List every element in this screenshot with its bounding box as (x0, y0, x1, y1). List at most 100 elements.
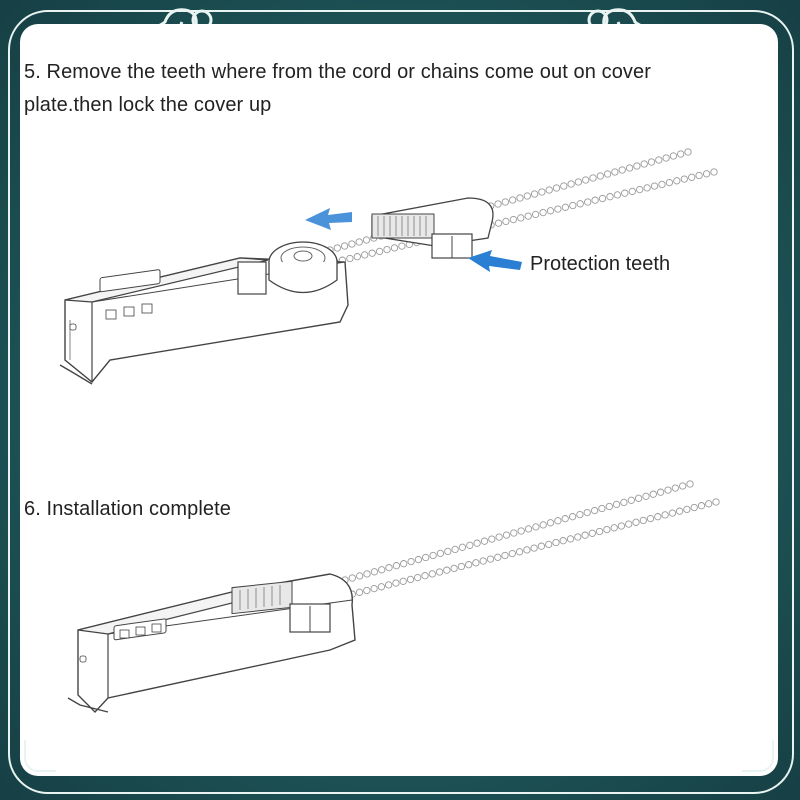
bead (680, 175, 688, 183)
bead (690, 503, 698, 512)
bead (603, 525, 611, 534)
bead (353, 253, 361, 261)
bead (636, 185, 644, 194)
bead (392, 579, 400, 587)
callout-arrow-icon (468, 250, 522, 272)
protection-teeth-label: Protection teeth (530, 253, 671, 275)
bead (552, 538, 560, 547)
bead (495, 533, 503, 541)
bead (545, 186, 553, 194)
bead (407, 557, 415, 566)
bead (539, 521, 547, 529)
bead (451, 545, 459, 554)
bead (546, 207, 555, 215)
bead (605, 502, 613, 511)
step-6-instruction: 6. Installation complete (24, 493, 231, 526)
motor-open-cover-illustration (59, 148, 718, 385)
bead (494, 200, 502, 208)
bead (625, 164, 634, 172)
bead (642, 492, 650, 500)
bead (428, 570, 436, 578)
bead (668, 509, 677, 517)
bead (710, 168, 718, 176)
bead (611, 168, 619, 176)
bead (502, 531, 511, 539)
bead (457, 562, 466, 571)
bead (596, 172, 604, 180)
bead (702, 170, 711, 178)
bead (531, 210, 540, 219)
bead (655, 156, 663, 164)
bead (361, 251, 369, 259)
bead (546, 519, 555, 527)
bead (472, 559, 480, 567)
bead (618, 166, 626, 174)
bead (603, 170, 612, 178)
bead (488, 535, 496, 543)
bead (705, 500, 713, 508)
bead (646, 514, 655, 523)
bead (712, 498, 720, 506)
bead (643, 184, 651, 192)
bead (675, 507, 684, 515)
bead (583, 508, 591, 517)
bead (617, 522, 626, 530)
bead-chain-d (341, 498, 720, 600)
motor-installed-illustration (67, 480, 720, 714)
bead (508, 549, 516, 558)
bead-chain-a (326, 148, 692, 254)
step-5-line-1: 5. Remove the teeth where from the cord … (24, 61, 652, 83)
bead (414, 573, 422, 582)
bead (362, 236, 371, 244)
bead (429, 551, 437, 560)
bead (538, 188, 546, 196)
bead (435, 568, 444, 576)
bead (355, 238, 363, 246)
bead (502, 217, 510, 226)
bead (539, 208, 547, 217)
bead (684, 148, 692, 156)
bead (640, 160, 648, 168)
bead (688, 173, 696, 181)
bead (568, 513, 577, 521)
bead (634, 494, 643, 502)
bead (554, 205, 562, 213)
bead (673, 177, 681, 185)
bead (421, 572, 429, 580)
bead (574, 178, 583, 186)
bead (656, 488, 665, 496)
bead (383, 245, 391, 254)
bead (612, 500, 621, 509)
bead (406, 575, 415, 584)
bead (581, 531, 589, 539)
bead (598, 504, 606, 513)
bead (510, 529, 518, 537)
bead (523, 546, 531, 554)
bead (465, 561, 473, 569)
bead (639, 516, 647, 525)
bead (368, 249, 376, 257)
bead (501, 198, 509, 206)
bead (479, 557, 487, 565)
bead (569, 201, 577, 210)
bead (582, 176, 590, 184)
bead (398, 242, 406, 250)
bead (414, 555, 423, 564)
bead (625, 520, 633, 528)
bead (400, 560, 408, 568)
bead (355, 588, 364, 596)
bead (649, 490, 657, 498)
bead (591, 196, 599, 204)
bead (333, 244, 341, 252)
direction-arrow-icon (305, 208, 352, 230)
corner-ornament (742, 740, 774, 772)
bead (662, 154, 670, 162)
bead (621, 189, 629, 197)
bead (697, 502, 706, 510)
bead (370, 584, 378, 593)
step-5-instruction: 5. Remove the teeth where from the cord … (24, 56, 754, 122)
bead (356, 572, 364, 580)
bead (370, 568, 379, 576)
bead (664, 486, 672, 494)
